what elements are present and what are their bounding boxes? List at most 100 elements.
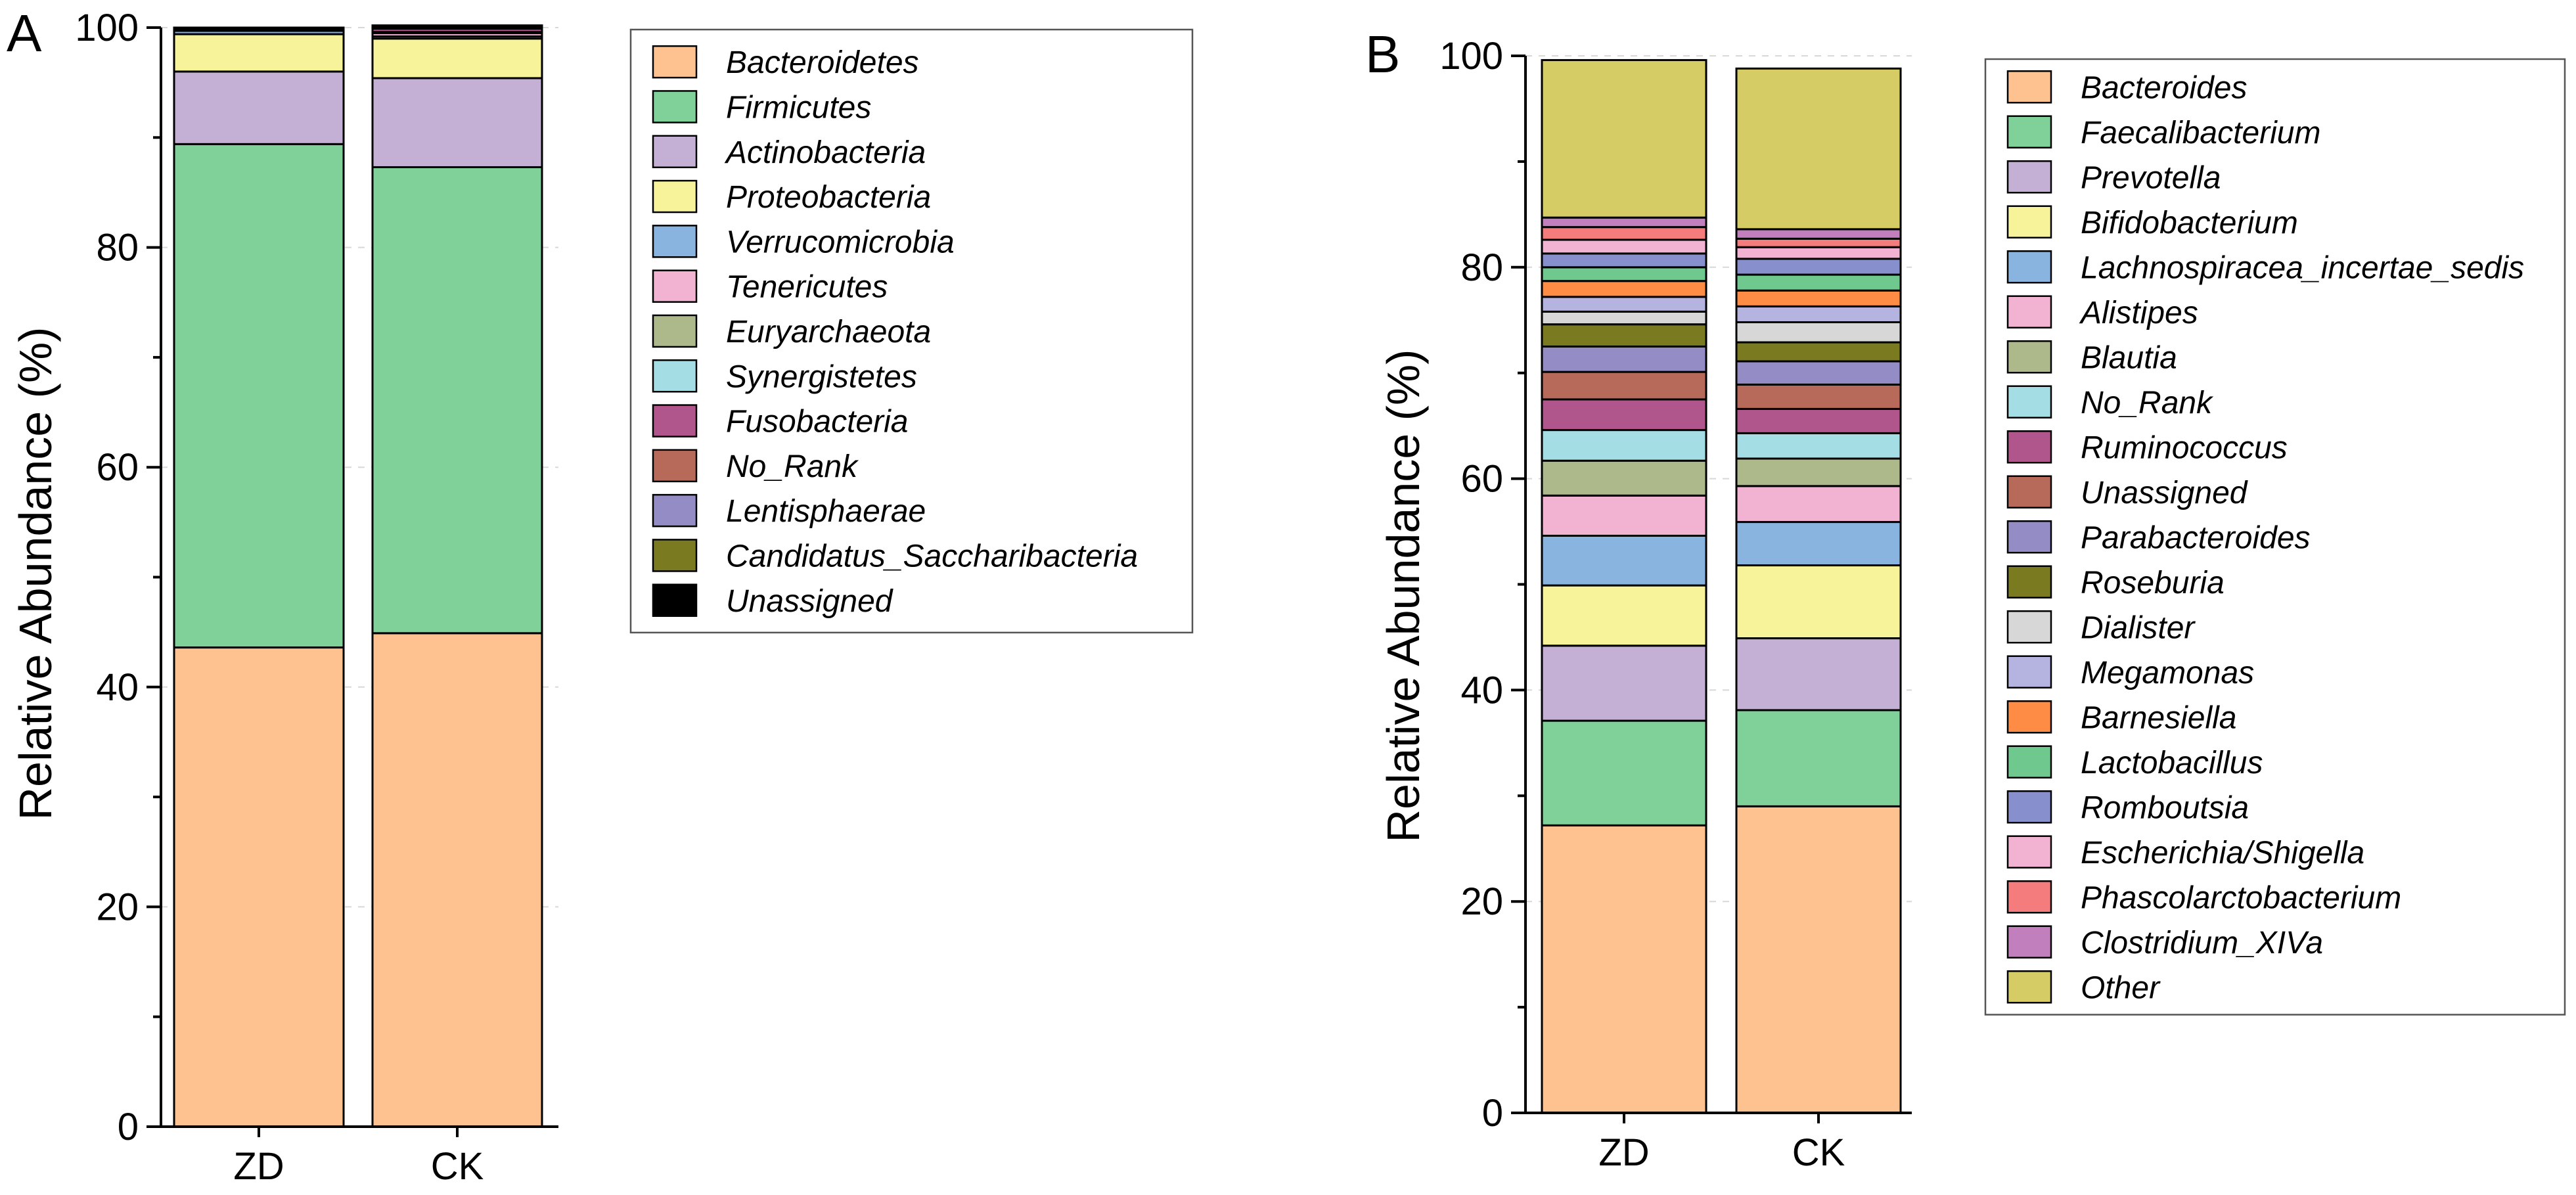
legend-swatch <box>2006 790 2052 824</box>
y-tick-label: 100 <box>75 7 139 49</box>
bar-segment-zd-6 <box>1541 459 1707 497</box>
legend-swatch <box>2006 655 2052 688</box>
bar-segment-zd-14 <box>1541 280 1707 298</box>
legend-label: Ruminococcus <box>2081 430 2288 465</box>
legend-frame <box>629 28 1194 634</box>
bar-segment-ck-19 <box>1735 228 1902 240</box>
legend-label: Lentisphaerae <box>726 494 926 529</box>
legend-swatch <box>2006 205 2052 238</box>
x-tick-label: ZD <box>1598 1131 1649 1174</box>
bar-segment-ck-12 <box>371 24 543 29</box>
legend-swatch <box>2006 700 2052 734</box>
bar-segment-ck-3 <box>1735 564 1902 640</box>
bar-segment-zd-20 <box>1541 58 1707 219</box>
legend-swatch <box>652 449 698 483</box>
bar-segment-ck-20 <box>1735 67 1902 231</box>
legend-label: Faecalibacterium <box>2081 116 2320 150</box>
bar-segment-zd-12 <box>1541 310 1707 326</box>
bar-segment-ck-4 <box>1735 521 1902 567</box>
legend-label: Clostridium_XIVa <box>2081 926 2323 960</box>
legend-swatch <box>2006 340 2052 374</box>
bar-segment-ck-11 <box>1735 341 1902 363</box>
y-tick-label: 60 <box>1460 458 1503 501</box>
legend-swatch <box>652 583 698 617</box>
bar-segment-ck-6 <box>1735 457 1902 487</box>
y-tick-label: 80 <box>1460 246 1503 289</box>
legend-swatch <box>652 539 698 572</box>
legend-label: Bifidobacterium <box>2081 206 2298 240</box>
bar-segment-zd-16 <box>1541 252 1707 269</box>
legend-label: Fusobacteria <box>726 405 908 440</box>
bar-segment-ck-12 <box>1735 321 1902 344</box>
legend-swatch <box>2006 880 2052 914</box>
panel-b-letter: B <box>1365 25 1400 83</box>
legend-swatch <box>2006 250 2052 284</box>
panel-a-legend: BacteroidetesFirmicutesActinobacteriaPro… <box>629 28 1194 634</box>
bar-segment-zd-8 <box>1541 398 1707 432</box>
x-tick-label: CK <box>1792 1131 1845 1174</box>
legend-swatch <box>2006 115 2052 148</box>
legend-swatch <box>2006 925 2052 958</box>
bar-segment-zd-10 <box>1541 345 1707 373</box>
bar-segment-ck-14 <box>1735 289 1902 307</box>
bar-segment-zd-13 <box>1541 296 1707 313</box>
legend-swatch <box>652 269 698 303</box>
y-tick-label: 80 <box>96 227 139 269</box>
bar-segment-zd-1 <box>173 143 345 649</box>
legend-swatch <box>2006 970 2052 1004</box>
legend-label: No_Rank <box>2081 386 2214 420</box>
y-tick-label: 40 <box>96 666 139 709</box>
bar-segment-ck-5 <box>1735 485 1902 524</box>
legend-label: Bacteroides <box>2081 70 2247 105</box>
y-tick-label: 20 <box>1460 880 1503 923</box>
legend-label: Synergistetes <box>726 359 917 394</box>
bar-segment-zd-19 <box>1541 216 1707 229</box>
bar-segment-zd-2 <box>1541 644 1707 722</box>
legend-swatch <box>2006 160 2052 194</box>
legend-swatch <box>2006 520 2052 554</box>
legend-label: Unassigned <box>726 584 893 619</box>
panel-a-letter: A <box>7 4 42 62</box>
legend-swatch <box>2006 295 2052 328</box>
bar-segment-ck-2 <box>371 77 543 168</box>
legend-swatch <box>2006 70 2052 104</box>
y-tick-label: 40 <box>1460 669 1503 711</box>
legend-label: No_Rank <box>726 449 859 484</box>
legend-swatch <box>652 225 698 258</box>
legend-label: Phascolarctobacterium <box>2081 880 2401 915</box>
bar-segment-ck-8 <box>1735 407 1902 434</box>
legend-frame <box>1984 58 2566 1016</box>
x-tick-label: CK <box>431 1145 484 1188</box>
legend-label: Prevotella <box>2081 160 2221 195</box>
bar-segment-ck-2 <box>1735 637 1902 711</box>
legend-swatch <box>652 179 698 214</box>
legend-swatch <box>2006 835 2052 868</box>
legend-label: Candidatus_Saccharibacteria <box>726 539 1138 574</box>
legend-swatch <box>652 493 698 528</box>
legend-label: Alistipes <box>2079 296 2198 330</box>
legend-label: Dialister <box>2081 610 2196 645</box>
bar-segment-zd-3 <box>173 33 345 73</box>
bar-segment-ck-18 <box>1735 237 1902 248</box>
bar-segment-zd-1 <box>1541 719 1707 826</box>
bar-segment-ck-0 <box>1735 805 1902 1114</box>
bar-segment-ck-1 <box>371 166 543 635</box>
bar-segment-ck-0 <box>371 632 543 1128</box>
panel-a-ylabel: Relative Abundance (%) <box>10 327 61 821</box>
legend-label: Roseburia <box>2081 566 2225 600</box>
y-tick-label: 100 <box>1439 35 1503 78</box>
bar-segment-ck-9 <box>1735 383 1902 410</box>
legend-label: Actinobacteria <box>724 135 926 170</box>
bar-segment-ck-7 <box>1735 432 1902 460</box>
legend-swatch <box>2006 565 2052 598</box>
legend-label: Barnesiella <box>2081 700 2236 735</box>
bar-segment-zd-2 <box>173 70 345 145</box>
legend-label: Euryarchaeota <box>726 315 931 349</box>
bar-segment-zd-17 <box>1541 238 1707 255</box>
legend-swatch <box>652 314 698 348</box>
legend-swatch <box>2006 610 2052 644</box>
